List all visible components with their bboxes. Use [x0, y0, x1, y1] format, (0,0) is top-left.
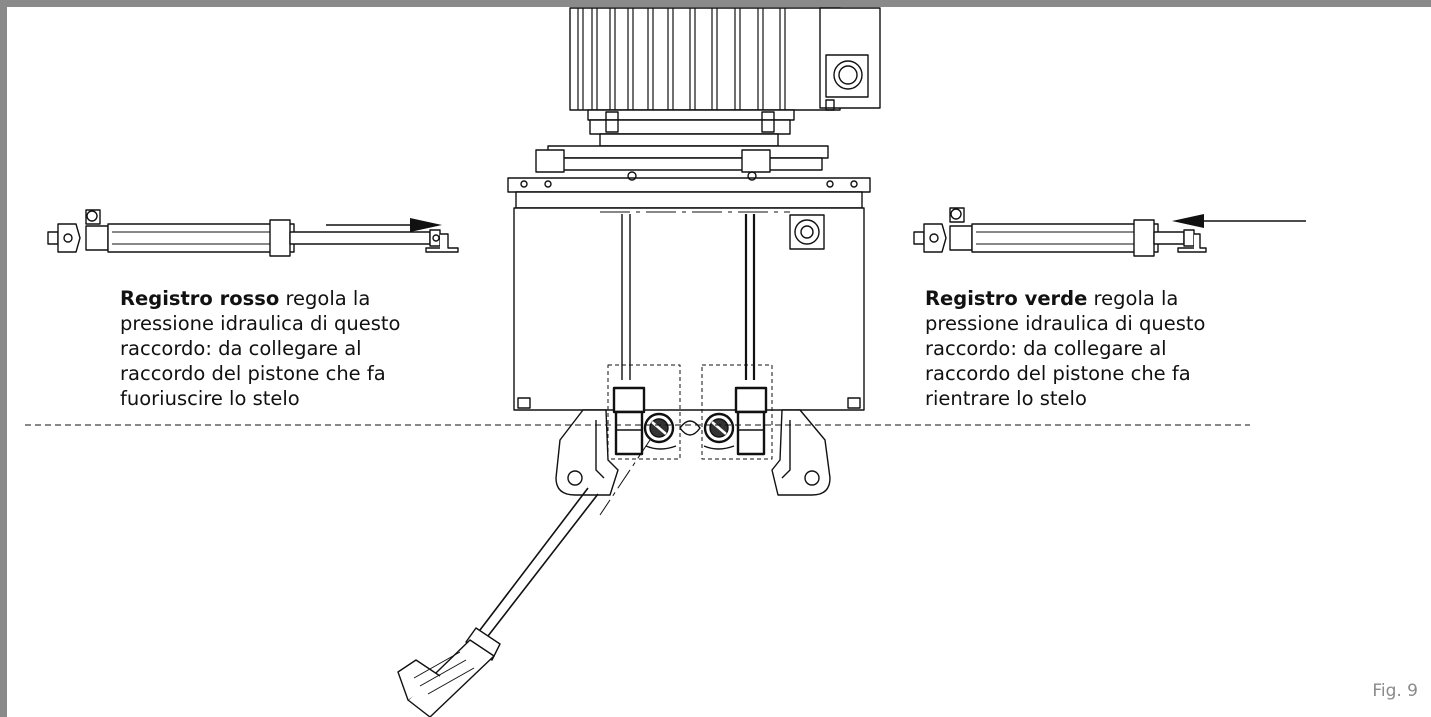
figure-label: Fig. 9	[1372, 681, 1418, 701]
caption-right-line: pressione idraulica di questo	[925, 312, 1206, 335]
caption-right-title: Registro verde regola la	[925, 286, 1225, 311]
electric-motor	[569, 7, 881, 111]
caption-left-line: raccordo: da collegare al	[120, 337, 362, 360]
arrow-right-icon	[326, 218, 442, 232]
caption-left-line: fuoriuscire lo stelo	[120, 387, 300, 410]
caption-red-register: Registro rosso regola la pressione idrau…	[120, 286, 420, 411]
oil-tank	[507, 171, 871, 411]
caption-left-title: Registro rosso regola la	[120, 286, 420, 311]
caption-right-line: raccordo: da collegare al	[925, 337, 1167, 360]
arrow-left-icon	[1172, 214, 1306, 228]
screwdriver-icon	[397, 439, 651, 717]
pressure-valves	[607, 364, 773, 460]
caption-left-bold: Registro rosso	[120, 287, 280, 310]
caption-right-line: rientrare lo stelo	[925, 387, 1087, 410]
caption-right-bold: Registro verde	[925, 287, 1088, 310]
caption-right-rest: regola la	[1087, 287, 1179, 310]
motor-flange	[535, 109, 829, 173]
caption-right-line: raccordo del pistone che fa	[925, 362, 1191, 385]
left-cylinder-extend	[47, 209, 459, 257]
caption-left-rest: regola la	[279, 287, 371, 310]
caption-green-register: Registro verde regola la pressione idrau…	[925, 286, 1225, 411]
right-cylinder-retract	[913, 207, 1207, 257]
caption-left-line: pressione idraulica di questo	[120, 312, 401, 335]
pump-base	[555, 409, 831, 496]
caption-left-line: raccordo del pistone che fa	[120, 362, 386, 385]
